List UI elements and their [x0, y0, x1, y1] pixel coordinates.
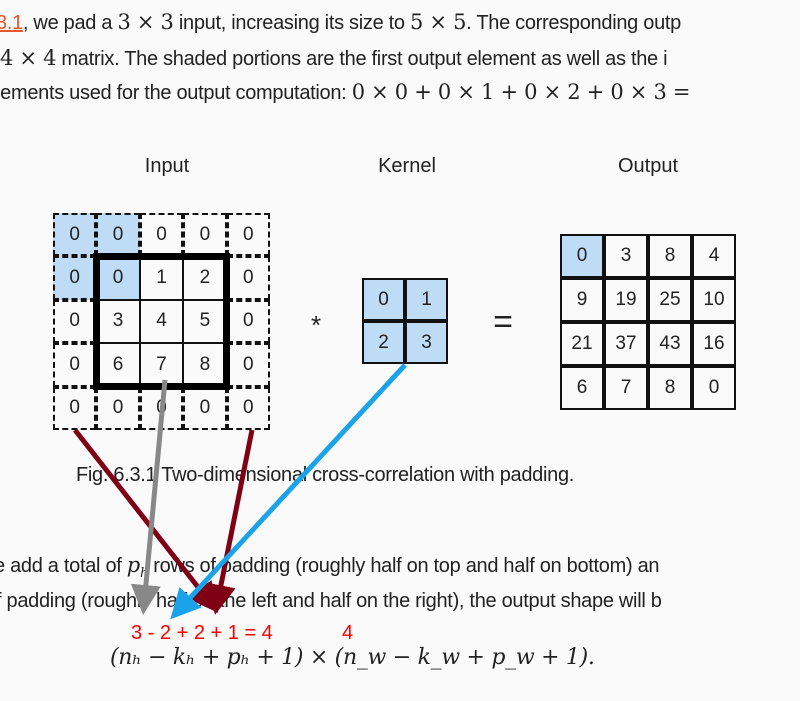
output-cell: 8 [648, 234, 692, 278]
text: matrix. The shaded portions are the firs… [56, 48, 668, 70]
arrow-red-right [206, 429, 255, 615]
kernel-cell: 0 [362, 278, 405, 321]
input-cell: 0 [96, 256, 140, 300]
text: lements used for the output computation: [0, 82, 352, 104]
output-label: Output [617, 155, 679, 177]
arrow-red-left [73, 428, 219, 613]
output-cell: 37 [604, 322, 648, 366]
math: 4 × 4 [0, 46, 57, 70]
math: 3 × 3 [117, 10, 174, 34]
input-cell: 0 [53, 386, 97, 430]
text: . The corresponding outp [466, 12, 681, 34]
kernel-label: Kernel [378, 155, 436, 177]
kernel-cell: 2 [362, 321, 405, 364]
input-cell: 0 [226, 213, 270, 257]
output-cell: 3 [604, 234, 648, 278]
text: , we pad a [22, 12, 118, 34]
input-cell: 0 [226, 386, 270, 430]
figure-caption: Fig. 6.3.1 Two-dimensional cross-correla… [76, 464, 575, 486]
math-p: p [126, 553, 140, 577]
text-line-3: lements used for the output computation:… [0, 80, 690, 105]
output-cell: 21 [560, 322, 604, 366]
input-cell: 0 [53, 213, 97, 257]
output-shape-formula: (nₕ − kₕ + pₕ + 1) × (n_w − k_w + p_w + … [110, 645, 595, 670]
output-cell: 4 [692, 234, 736, 278]
original-input-border [93, 253, 230, 390]
star-operator: * [310, 310, 322, 340]
math: ph [126, 553, 149, 581]
figure-link[interactable]: 3.1 [0, 12, 23, 34]
arrow-blue [170, 363, 407, 620]
math: 5 × 5 [410, 10, 467, 34]
text-line-1: 3.1, we pad a 3 × 3 input, increasing it… [0, 10, 681, 35]
input-cell: 4 [139, 299, 184, 344]
equals-operator: = [493, 303, 513, 341]
output-cell: 0 [560, 234, 604, 278]
annotation-width: 4 [342, 622, 354, 644]
text: rows of padding (roughly half on top and… [148, 555, 660, 577]
output-cell: 0 [692, 366, 736, 410]
output-cell: 8 [648, 366, 692, 410]
output-cell: 10 [692, 278, 736, 322]
input-cell: 0 [96, 213, 140, 257]
arrow-gray [130, 379, 168, 615]
output-cell: 16 [692, 322, 736, 366]
text: input, increasing its size to [173, 12, 410, 34]
text-line-2: 4 × 4 matrix. The shaded portions are th… [0, 46, 668, 71]
math-sub: h [139, 566, 149, 582]
text-line-4: e add a total of ph rows of padding (rou… [0, 553, 660, 581]
kernel-cell: 1 [405, 278, 448, 321]
annotation-height: 3 - 2 + 2 + 1 = 4 [131, 622, 273, 644]
text-line-5: f padding (roughly half on the left and … [0, 590, 662, 612]
kernel-cell: 3 [405, 321, 448, 364]
output-cell: 19 [604, 278, 648, 322]
output-cell: 6 [560, 366, 604, 410]
output-cell: 9 [560, 278, 604, 322]
text: e add a total of [0, 555, 127, 577]
output-cell: 25 [648, 278, 692, 322]
input-label: Input [144, 155, 190, 177]
math: 0 × 0 + 0 × 1 + 0 × 2 + 0 × 3 = [351, 80, 691, 104]
output-cell: 43 [648, 322, 692, 366]
output-cell: 7 [604, 366, 648, 410]
